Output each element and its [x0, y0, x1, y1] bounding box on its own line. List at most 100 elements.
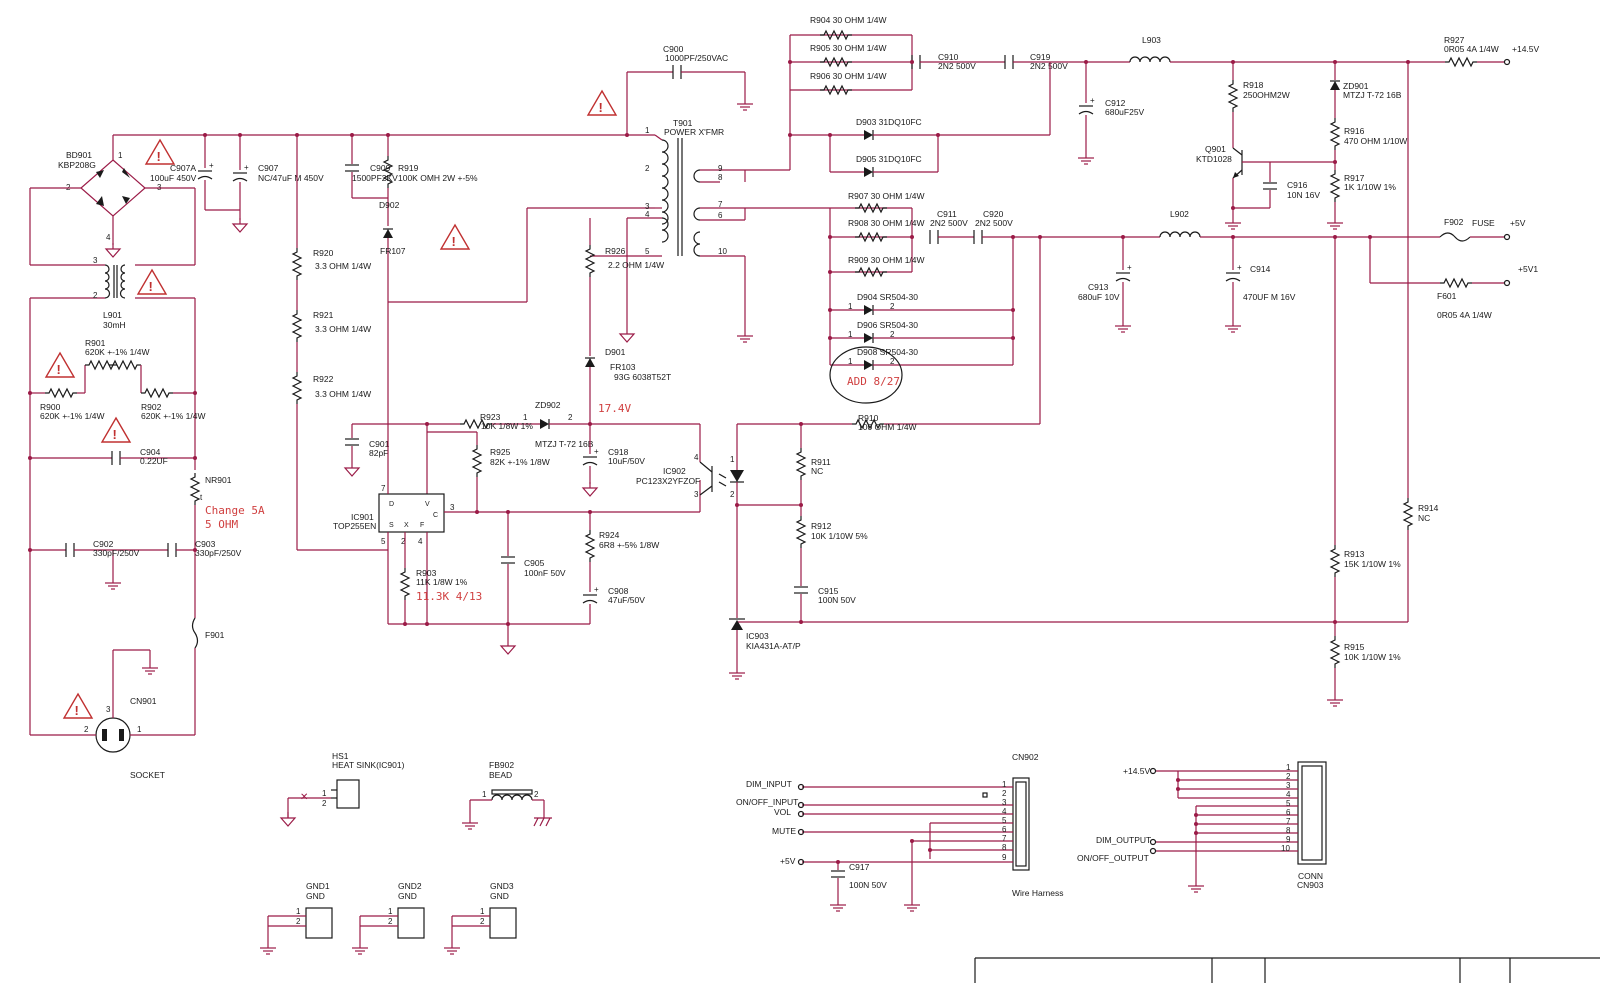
fb902-value: BEAD	[489, 770, 512, 780]
f902-label: F902	[1444, 217, 1464, 227]
output-14v5-label: +14.5V	[1512, 44, 1540, 54]
svg-text:2: 2	[480, 917, 485, 926]
hs1-value: HEAT SINK(IC901)	[332, 760, 405, 770]
svg-text:2: 2	[93, 291, 98, 300]
socket-label: SOCKET	[130, 770, 165, 780]
r903-value: 11K 1/8W 1%	[416, 577, 468, 587]
svg-text:2: 2	[401, 537, 406, 546]
q901-label: Q901	[1205, 144, 1226, 154]
r921-value: 3.3 OHM 1/4W	[315, 324, 371, 334]
wire-harness-label: Wire Harness	[1012, 888, 1063, 898]
hs1-heatsink: HS1 HEAT SINK(IC901) ✕ 12	[280, 751, 405, 827]
d902-label: D902	[379, 200, 400, 210]
r909-label: R909 30 OHM 1/4W	[848, 255, 925, 265]
svg-text:X: X	[404, 522, 409, 529]
transistor-q901	[1232, 147, 1270, 179]
zd901-label: ZD901	[1343, 81, 1369, 91]
r904-label: R904 30 OHM 1/4W	[810, 15, 887, 25]
c918-value: 10uF/50V	[608, 456, 645, 466]
c907a-value: 100uF 450V	[150, 173, 197, 183]
c910-value: 2N2 500V	[938, 61, 976, 71]
connector-cn903: CONN CN903 +14.5V DIM_OUTPUT ON/OFF_OUTP…	[1077, 761, 1327, 893]
nr901-change-value: 5 OHM	[205, 518, 238, 531]
gnd3-value: GND	[490, 891, 509, 901]
warning-icon	[137, 269, 167, 295]
svg-text:V: V	[425, 501, 430, 508]
svg-text:1: 1	[848, 302, 853, 311]
gnd1-label: GND1	[306, 881, 330, 891]
fuse-label: FUSE	[1472, 218, 1495, 228]
r901-label: R901	[85, 338, 106, 348]
r903-change-note: 11.3K 4/13	[416, 590, 482, 603]
cn901-label: CN901	[130, 696, 157, 706]
r905-label: R905 30 OHM 1/4W	[810, 43, 887, 53]
r926-label: R926	[605, 246, 626, 256]
svg-text:✕: ✕	[300, 792, 308, 803]
svg-text:t: t	[200, 493, 203, 502]
zd902-value: MTZJ T-72 16B	[535, 439, 594, 449]
r925-label: R925	[490, 447, 511, 457]
c909-label: C909	[370, 163, 391, 173]
svg-text:4: 4	[645, 210, 650, 219]
r927-label: R927	[1444, 35, 1465, 45]
svg-text:S: S	[389, 522, 394, 529]
svg-text:4: 4	[418, 537, 423, 546]
secondary-14v5: R904 30 OHM 1/4W R905 30 OHM 1/4W R906 3…	[789, 15, 1540, 230]
c919-value: 2N2 500V	[1030, 61, 1068, 71]
svg-text:7: 7	[1002, 834, 1007, 843]
svg-text:3: 3	[450, 503, 455, 512]
svg-text:3: 3	[645, 202, 650, 211]
svg-text:D: D	[389, 501, 394, 508]
r912-value: 10K 1/10W 5%	[811, 531, 868, 541]
svg-text:1: 1	[523, 413, 528, 422]
r913-label: R913	[1344, 549, 1365, 559]
c909-value: 1500PF2KV	[352, 173, 398, 183]
secondary-5v: R907 30 OHM 1/4W R908 30 OHM 1/4W R909 3…	[829, 62, 1538, 707]
c901-value: 82pF	[369, 448, 388, 458]
ic901-label: IC901	[351, 512, 374, 522]
r902-value: 620K +-1% 1/4W	[141, 411, 206, 421]
c919-label: C919	[1030, 52, 1051, 62]
d904-label: D904 SR504-30	[857, 292, 918, 302]
r921-label: R921	[313, 310, 334, 320]
r927-value: 0R05 4A 1/4W	[1444, 44, 1499, 54]
warning-icon	[45, 352, 75, 378]
f601-value: 0R05 4A 1/4W	[1437, 310, 1492, 320]
l901-value: 30mH	[103, 320, 126, 330]
gnd1-value: GND	[306, 891, 325, 901]
junction-dots	[28, 60, 1410, 864]
r900-label: R900	[40, 402, 61, 412]
cn902-dim-input-label: DIM_INPUT	[746, 779, 792, 789]
svg-text:8: 8	[1286, 826, 1291, 835]
r925-value: 82K +-1% 1/8W	[490, 457, 550, 467]
d901-part: 93G 6038T52T	[614, 372, 671, 382]
r923-label: R923	[480, 412, 501, 422]
nr901-label: NR901	[205, 475, 232, 485]
svg-text:C: C	[433, 512, 438, 519]
r920-label: R920	[313, 248, 334, 258]
r916-value: 470 OHM 1/10W	[1344, 136, 1407, 146]
r914-label: R914	[1418, 503, 1439, 513]
choke-l901: 32 L901 30mH	[30, 256, 195, 330]
c915-value: 100N 50V	[818, 595, 856, 605]
c902-value: 330pF/250V	[93, 548, 140, 558]
c901-label: C901	[369, 439, 390, 449]
d906-label: D906 SR504-30	[857, 320, 918, 330]
warning-icon	[101, 417, 131, 443]
svg-text:3: 3	[106, 705, 111, 714]
c910-label: C910	[938, 52, 959, 62]
hs1-label: HS1	[332, 751, 349, 761]
svg-text:3: 3	[1286, 781, 1291, 790]
output-5v1-label: +5V1	[1518, 264, 1538, 274]
c903-label: C903	[195, 539, 216, 549]
r900-value: 620K +-1% 1/4W	[40, 411, 105, 421]
controller-ic901: D V S X F C 7 5 2 4 3 IC901 TOP255EN	[333, 484, 455, 546]
r915-label: R915	[1344, 642, 1365, 652]
svg-text:4: 4	[694, 453, 699, 462]
r922-label: R922	[313, 374, 334, 384]
r924-value: 6R8 +-5% 1/8W	[599, 540, 659, 550]
c900-value: 1000PF/250VAC	[665, 53, 728, 63]
c904-label: C904	[140, 447, 161, 457]
svg-text:2: 2	[322, 799, 327, 808]
svg-text:6: 6	[1002, 825, 1007, 834]
